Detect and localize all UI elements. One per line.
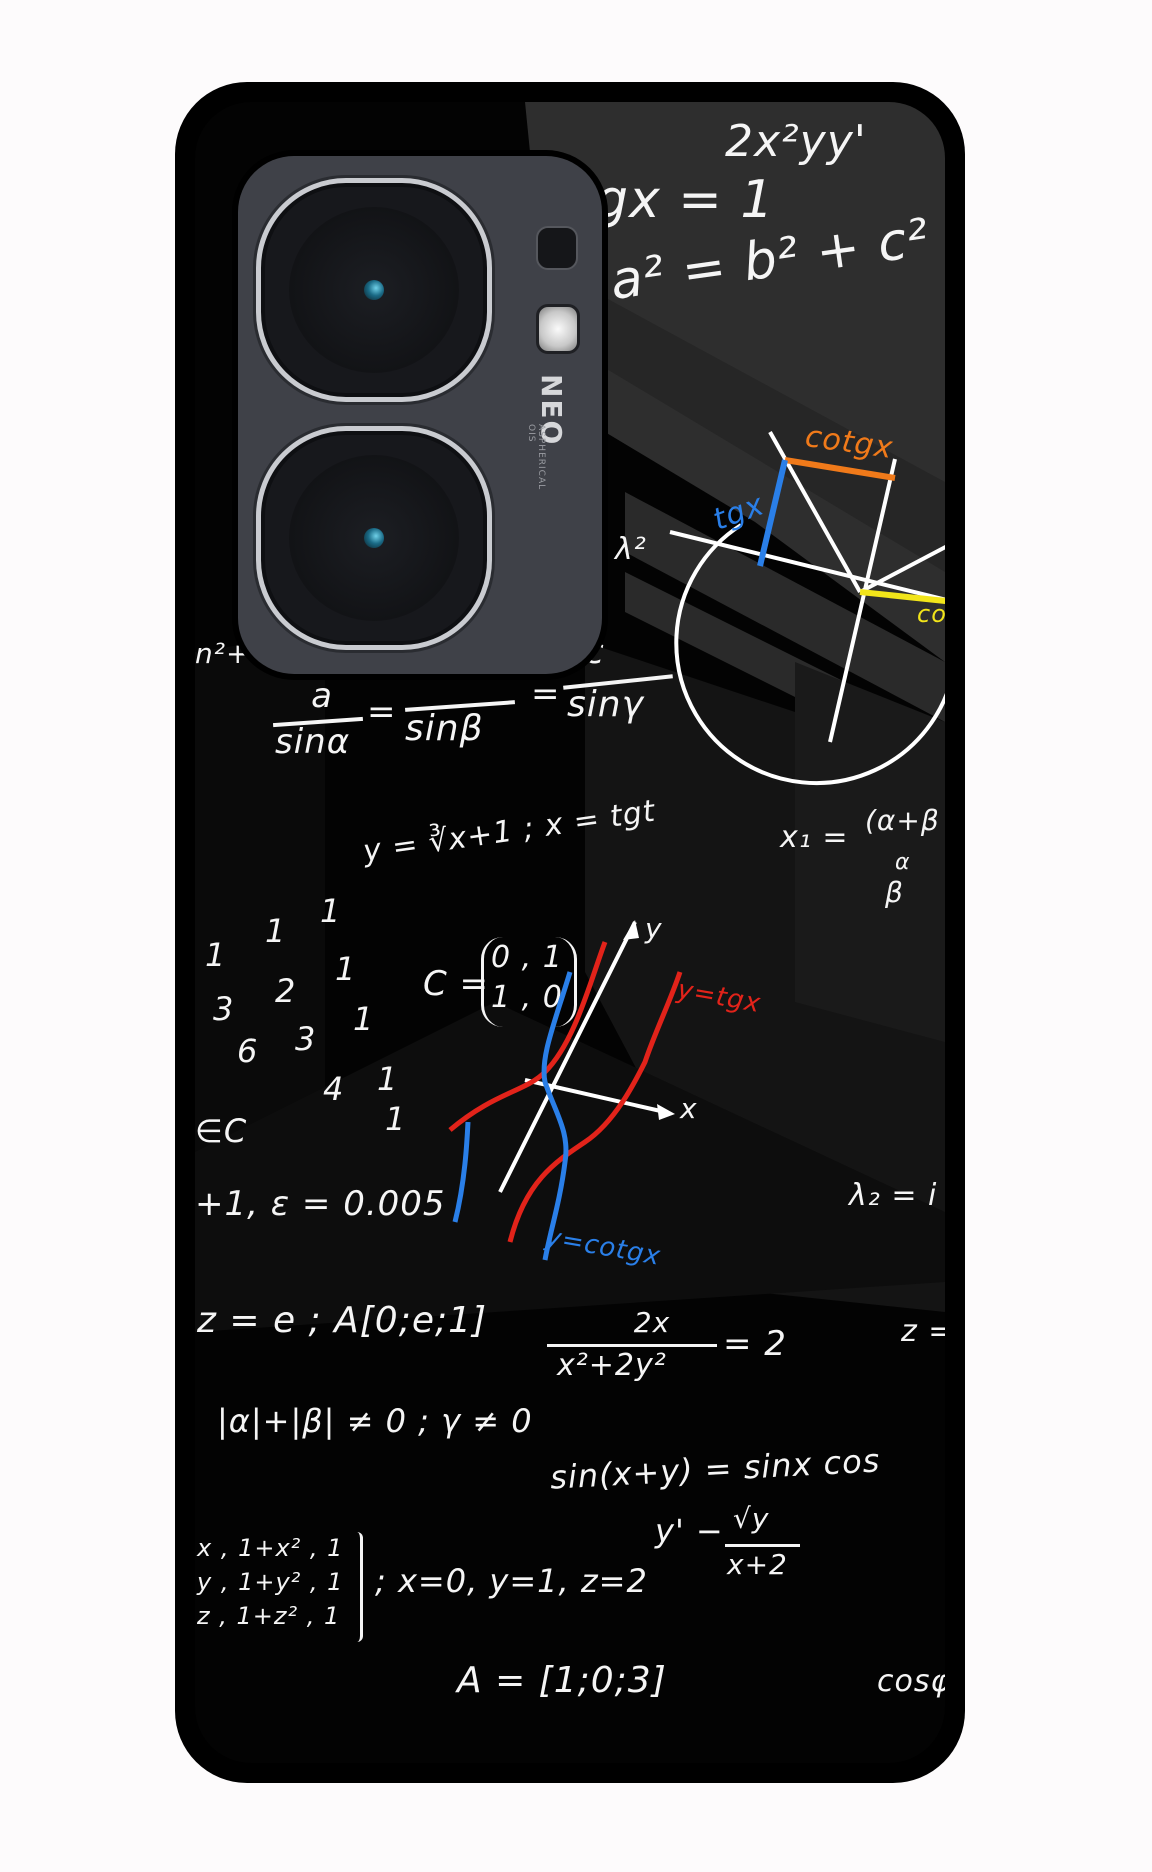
formula-x1-bot: β — [885, 876, 904, 909]
lens-fine-print: ASPHERICAL OIS — [526, 424, 546, 491]
matrix-c-row2: 1 , 0 — [491, 980, 563, 1015]
digit: 3 — [213, 990, 235, 1028]
digit: 1 — [353, 1000, 375, 1038]
digit: 1 — [205, 936, 227, 974]
formula-in-c: ∈C — [195, 1112, 248, 1150]
chalkboard-print: 2x²yy' gx = 1 a² = b² + c² − 2 λ² n²+ co… — [195, 102, 945, 1763]
digit: 1 — [320, 892, 342, 930]
frac-a-den: sinα — [275, 722, 351, 762]
camera-module: NEO ASPHERICAL OIS — [232, 150, 608, 680]
formula-x1-mid: α — [895, 850, 911, 875]
digit: 1 — [335, 950, 357, 988]
tg-cotg-graph — [448, 920, 683, 1261]
frac-b-den: sinβ — [405, 708, 484, 749]
frac-bar — [725, 1544, 800, 1547]
matrix-row3: z , 1+z² , 1 — [197, 1602, 341, 1630]
formula-z-right: z = — [901, 1314, 945, 1349]
formula-epsilon: +1, ε = 0.005 — [195, 1184, 446, 1224]
label-cos: cos — [917, 600, 945, 628]
phone-case: 2x²yy' gx = 1 a² = b² + c² − 2 λ² n²+ co… — [175, 82, 965, 1783]
digit: 1 — [385, 1100, 407, 1138]
matrix-c-lhs: C = — [423, 964, 490, 1004]
graph-y-axis-label: y — [645, 912, 663, 945]
matrix-c-brackets — [481, 937, 577, 1027]
matrix-row2: y , 1+y² , 1 — [197, 1568, 344, 1596]
formula-cos-phi: cosφ — [877, 1664, 945, 1699]
formula-x1-lhs: x₁ = — [780, 820, 849, 855]
digit: 1 — [265, 912, 287, 950]
eq-sign: = — [531, 674, 561, 714]
formula-2x-rhs: = 2 — [723, 1324, 787, 1364]
digit: 2 — [275, 972, 297, 1010]
formula-2x-num: 2x — [633, 1306, 671, 1339]
formula-x1-top: (α+β — [865, 804, 940, 837]
formula-x-plus-2: x+2 — [727, 1548, 788, 1581]
formula-abs-alpha-beta: |α|+|β| ≠ 0 ; γ ≠ 0 — [217, 1402, 533, 1440]
flash-led — [536, 304, 580, 354]
camera-lens-bottom — [256, 426, 492, 650]
formula-z-eq-e: z = e ; A[0;e;1] — [197, 1300, 488, 1341]
shading-planes — [195, 102, 945, 1332]
lens-glass — [289, 455, 459, 621]
lens-glass — [289, 207, 459, 373]
formula-y-prime: y' − — [655, 1512, 724, 1550]
formula-2x2yy: 2x²yy' — [725, 116, 867, 167]
depth-sensor — [536, 226, 578, 270]
graph-x-axis-label: x — [680, 1092, 698, 1125]
formula-gx-eq-1: gx = 1 — [595, 170, 775, 230]
camera-body: NEO ASPHERICAL OIS — [238, 156, 602, 674]
matrix-bracket — [195, 1532, 363, 1642]
digit: 4 — [323, 1070, 345, 1108]
lens-aperture — [364, 528, 384, 548]
formula-sqrt-y: √y — [733, 1502, 770, 1535]
formula-lambda2: λ₂ = i — [849, 1178, 938, 1213]
formula-xyz-values: ; x=0, y=1, z=2 — [375, 1562, 648, 1600]
formula-2x-den: x²+2y² — [557, 1348, 667, 1383]
formula-a-vector: A = [1;0;3] — [457, 1660, 667, 1701]
matrix-c-row1: 0 , 1 — [491, 940, 563, 975]
frac-bar — [547, 1344, 717, 1347]
digit: 1 — [377, 1060, 399, 1098]
camera-lens-top — [256, 178, 492, 402]
frac-c-den: sinγ — [567, 684, 644, 725]
formula-lambda-sq: λ² — [615, 532, 647, 567]
frac-a-num: a — [311, 676, 333, 716]
unit-circle-diagram — [669, 431, 945, 785]
matrix-row1: x , 1+x² , 1 — [197, 1534, 344, 1562]
lens-aperture — [364, 280, 384, 300]
digit: 6 — [237, 1032, 259, 1070]
eq-sign: = — [367, 692, 397, 732]
digit: 3 — [295, 1020, 317, 1058]
